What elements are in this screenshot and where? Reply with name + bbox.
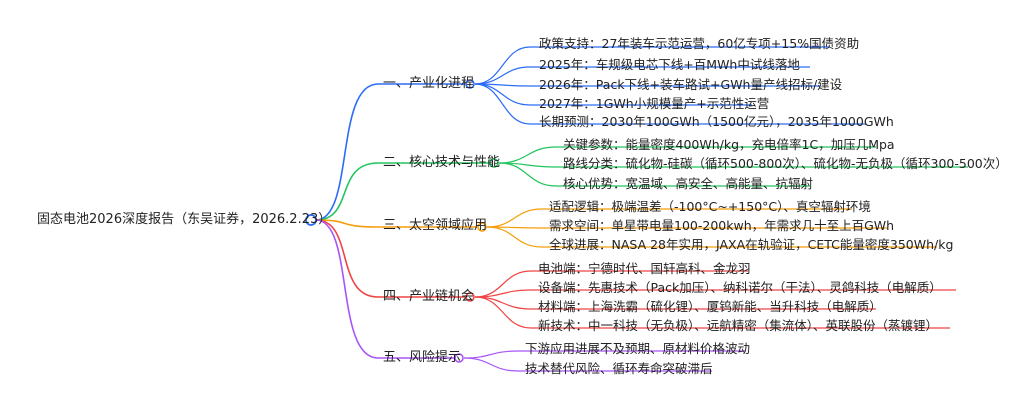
branch-node-icon [465, 79, 475, 89]
branch-connector [315, 83, 465, 221]
branch-node-icon [489, 158, 499, 168]
branch-industrialization-label: 一、产业化进程 [383, 76, 475, 91]
leaf-connector [474, 83, 752, 106]
leaf-downstream-risk: 下游应用进展不及预期、原材料价格波动 [525, 341, 751, 356]
leaf-connector [474, 296, 950, 329]
leaf-2027: 2027年：1GWh小规模量产+示范性运营 [539, 96, 770, 111]
leaf-connector [486, 226, 937, 248]
root-topic: 固态电池2026深度报告（东吴证券，2026.2.23） [37, 212, 332, 227]
branch-core-tech-label: 二、核心技术与性能 [383, 155, 501, 170]
leaf-connector [498, 162, 810, 187]
branch-node-icon [477, 222, 487, 232]
branch-industry-chain-label: 四、产业链机会 [383, 289, 475, 304]
leaf-connector [486, 208, 852, 228]
branch-connector [315, 219, 454, 359]
leaf-connector [474, 66, 810, 85]
branch-connector [315, 219, 477, 228]
leaf-connector [474, 289, 956, 298]
leaf-connector [463, 357, 712, 372]
leaf-connector [474, 296, 876, 310]
leaf-new-technology: 新技术：中一科技（无负极）、远航精密（集流体）、英联股份（蒸镀锂） [538, 318, 939, 333]
leaf-connector [474, 83, 866, 125]
leaf-connector [498, 146, 876, 164]
leaf-key-parameters: 关键参数：能量密度400Wh/kg，充电倍率1C，加压几Mpa [563, 137, 895, 152]
leaf-core-advantages: 核心优势：宽温域、高安全、高能量、抗辐射 [563, 176, 814, 191]
leaf-route-classification: 路线分类：硫化物-硅碳（循环500-800次）、硫化物-无负极（循环300-50… [563, 156, 1008, 171]
leaf-demand-space: 需求空间：单星带电量100-200kwh，年需求几十至上百GWh [549, 218, 895, 233]
leaf-global-progress: 全球进展：NASA 28年实用，JAXA在轨验证，CETC能量密度350Wh/k… [549, 237, 954, 252]
leaf-technology-risk: 技术替代风险、循环寿命突破滞后 [525, 361, 713, 376]
leaf-adaptation-logic: 适配逻辑：极端温差（-100°C~+150°C）、真空辐射环境 [549, 199, 871, 214]
branch-risk-label: 五、风险提示 [383, 350, 462, 365]
leaf-policy-support: 政策支持：27年装车示范运营，60亿专项+15%国债资助 [539, 36, 860, 51]
root-node-icon [305, 214, 317, 226]
branch-node-icon [454, 353, 464, 363]
leaf-connector [463, 350, 745, 359]
leaf-long-term-forecast: 长期预测：2030年100GWh（1500亿元），2035年1000GWh [539, 114, 894, 129]
leaf-equipment-side: 设备端：先惠技术（Pack加压）、纳科诺尔（干法）、灵鸽科技（电解质） [538, 280, 942, 295]
branch-space-application-label: 三、太空领域应用 [383, 218, 488, 233]
leaf-2026: 2026年：Pack下线+装车路试+GWh量产线招标/建设 [539, 77, 843, 92]
leaf-connector [474, 46, 830, 85]
leaf-2025: 2025年：车规级电芯下线+百MWh中试线落地 [539, 57, 800, 72]
leaf-materials-side: 材料端：上海洗霸（硫化锂）、厦钨新能、当升科技（电解质） [538, 299, 882, 314]
leaf-connector [474, 270, 748, 298]
leaf-battery-side: 电池端：宁德时代、国轩高科、金龙羽 [538, 261, 751, 276]
branch-node-icon [465, 292, 475, 302]
branch-connector [315, 219, 465, 298]
branch-connector [315, 162, 489, 221]
